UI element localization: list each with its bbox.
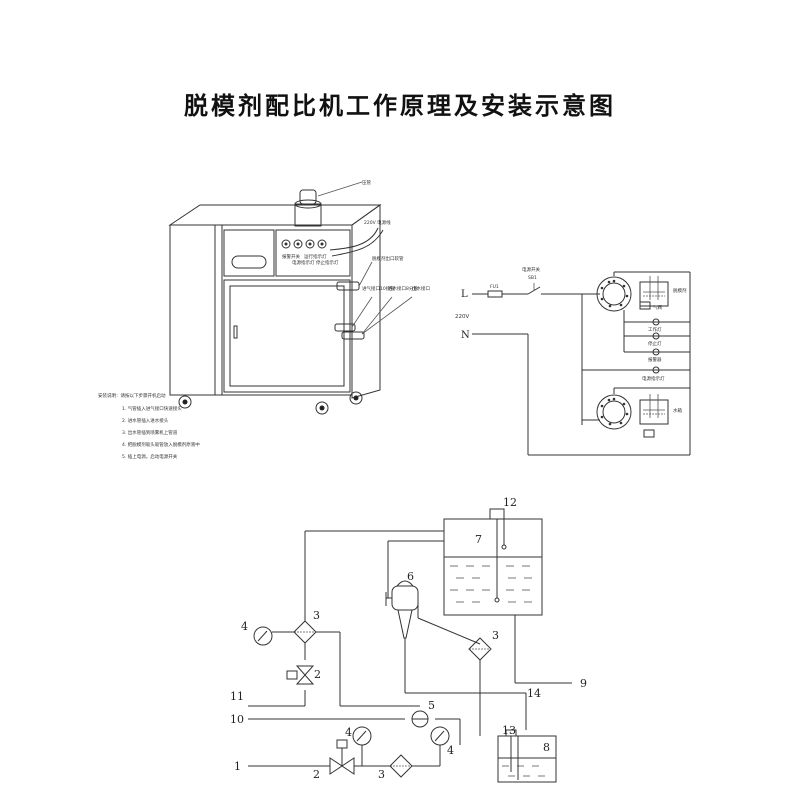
filter-3 [389, 754, 413, 778]
hose-label: 脱模剂出口软管 [372, 255, 404, 262]
wheel [178, 395, 192, 409]
power-line-label: 220V 电源线 [364, 219, 391, 226]
flow-label: 7 [475, 533, 482, 546]
electrical-circuit: L N 220V FU1 电源开关 SB1 [455, 266, 691, 456]
install-step: 3. 出水管插到喷雾机上管道 [122, 429, 178, 436]
inlet-water-label: 进水接口8分管 [388, 285, 418, 292]
flow-label: 5 [428, 699, 435, 712]
flow-label: 12 [503, 496, 517, 509]
flow-label: 10 [230, 713, 244, 726]
flow-label: 4 [447, 744, 454, 757]
relay1-label: 脱模剂 [673, 287, 687, 294]
inlet-air-label: 进气接口10接管 [362, 285, 395, 292]
relay-1: 脱模剂 [596, 276, 687, 312]
panel-label: 停止指示灯 [316, 259, 339, 266]
panel-label: 运行指示灯 [304, 253, 327, 260]
fuse-label: FU1 [490, 284, 499, 290]
gauge-4 [430, 726, 450, 746]
switch-label: SB1 [528, 275, 537, 281]
lamp-label: 工作灯 [648, 326, 662, 333]
machine-illustration: 报警开关 电源指示灯 运行指示灯 停止指示灯 压管 220V 电源线 脱模剂出口… [98, 179, 430, 460]
lamp-label: 气阀 [653, 304, 662, 311]
flow-diagram: 1 2 3 4 5 6 7 8 9 10 11 12 13 14 2 3 3 4… [230, 496, 587, 783]
panel-lamp [305, 239, 315, 249]
flow-label: 2 [314, 668, 321, 681]
wheel [349, 391, 363, 405]
switch-title: 电源开关 [522, 266, 540, 273]
page-title: 脱模剂配比机工作原理及安装示意图 [184, 91, 616, 120]
flow-label: 13 [502, 724, 516, 737]
gauge-4 [253, 626, 273, 646]
flow-label: 6 [407, 570, 414, 583]
install-step: 4. 把脱模剂吸头吸管放入脱模剂原液中 [122, 441, 200, 448]
flow-label: 2 [313, 768, 320, 781]
lamp-label: 停止灯 [648, 340, 662, 347]
flow-label: 4 [345, 726, 352, 739]
flow-label: 14 [527, 687, 541, 700]
install-step: 5. 插上电源。启动电源开关 [122, 453, 178, 460]
lamp-label: 报警器 [648, 356, 662, 363]
filter-3 [468, 637, 492, 661]
panel-lamp [293, 239, 303, 249]
relay2-label: 水箱 [673, 407, 682, 414]
flow-label: 4 [241, 620, 248, 633]
flow-label: 3 [492, 629, 499, 642]
install-step: 2. 进水管插入进水接头 [122, 417, 169, 424]
panel-lamp [281, 239, 291, 249]
bottle-6 [391, 585, 419, 611]
voltage-label: 220V [455, 314, 469, 320]
flow-label: 3 [378, 768, 385, 781]
panel-label: 报警开关 [282, 253, 300, 260]
install-title: 安装说明：请按以下步骤开机启动 [98, 392, 166, 399]
filter-3 [293, 620, 317, 644]
tank-label: 压管 [362, 179, 371, 186]
fuse [487, 290, 503, 298]
flow-label: 3 [313, 609, 320, 622]
tank-7 [443, 518, 543, 616]
container-8 [497, 735, 557, 783]
panel-label: 电源指示灯 [292, 259, 315, 266]
gauge-4 [352, 726, 372, 746]
panel-lamp [317, 239, 327, 249]
lamp-label: 电源指示灯 [642, 375, 665, 382]
flow-label: 9 [580, 677, 587, 690]
outlet-label: 出水接口 [412, 285, 430, 292]
valve-2 [329, 757, 343, 775]
install-step: 1. 气管插入进气接口快速接头 [122, 405, 182, 412]
wheel [315, 401, 329, 415]
flow-label: 8 [543, 741, 550, 754]
valve-2 [295, 665, 315, 676]
line-label-L: L [461, 289, 468, 300]
relay-2: 水箱 [596, 394, 682, 438]
flow-label: 11 [230, 690, 244, 703]
flow-label: 1 [234, 760, 241, 773]
line-label-N: N [461, 330, 470, 341]
